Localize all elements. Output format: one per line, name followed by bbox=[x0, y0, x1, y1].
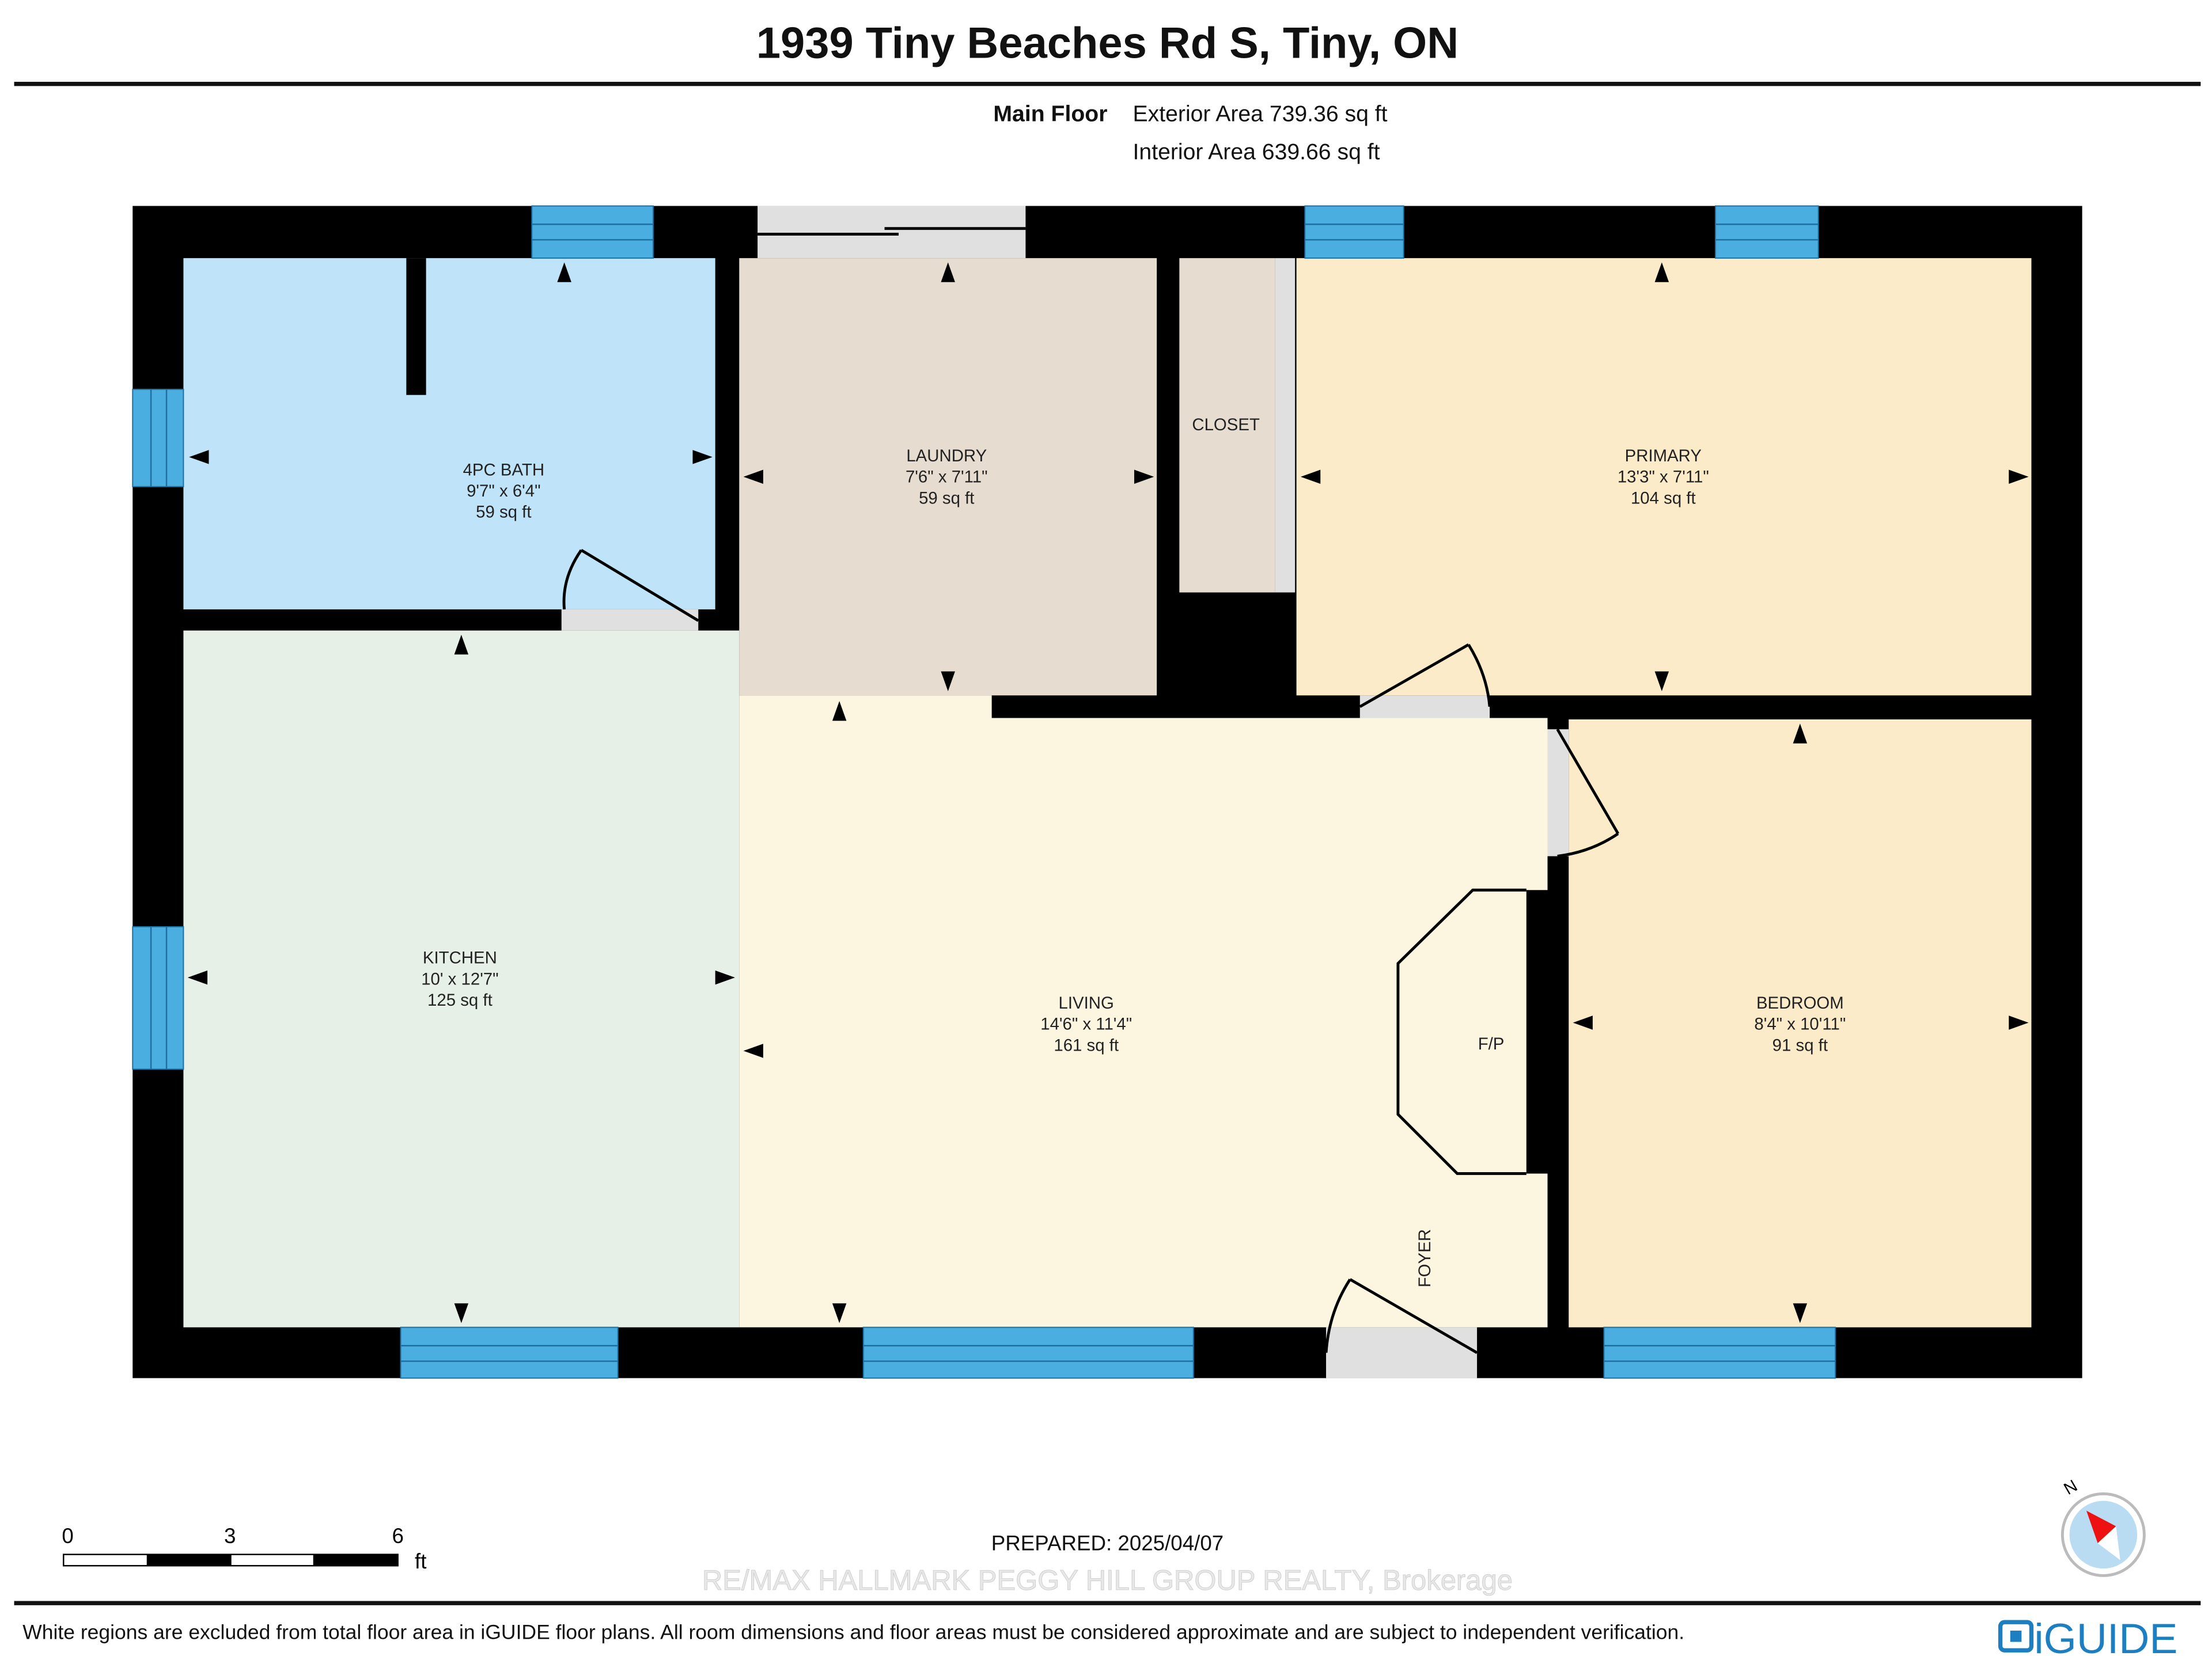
room-kitchen bbox=[183, 630, 740, 1328]
room-name: LIVING bbox=[1059, 994, 1114, 1013]
room-living bbox=[739, 695, 1548, 1328]
compass-icon: N bbox=[2061, 1476, 2146, 1577]
room-name: KITCHEN bbox=[423, 949, 497, 968]
room-label-living: LIVING 14'6" x 11'4" 161 sq ft bbox=[1040, 994, 1132, 1055]
scale-tick: 0 bbox=[62, 1524, 73, 1548]
room-name: PRIMARY bbox=[1625, 446, 1702, 465]
room-area: 91 sq ft bbox=[1772, 1036, 1828, 1055]
fireplace-wall bbox=[1526, 890, 1549, 1174]
room-area: 59 sq ft bbox=[919, 488, 974, 507]
closet-door bbox=[1275, 258, 1296, 593]
bath-wall-stub bbox=[406, 258, 426, 395]
room-label-bath: 4PC BATH 9'7" x 6'4" 59 sq ft bbox=[463, 460, 544, 521]
room-laundry bbox=[739, 258, 1157, 696]
room-name: 4PC BATH bbox=[463, 460, 544, 479]
room-label-kitchen: KITCHEN 10' x 12'7" 125 sq ft bbox=[421, 949, 498, 1010]
page-title: 1939 Tiny Beaches Rd S, Tiny, ON bbox=[756, 18, 1459, 67]
room-label-laundry: LAUNDRY 7'6" x 7'11" 59 sq ft bbox=[906, 446, 988, 507]
fireplace-label: F/P bbox=[1478, 1034, 1505, 1054]
window-mullions bbox=[150, 223, 1836, 1362]
window bbox=[1714, 205, 1819, 259]
foyer-label: FOYER bbox=[1415, 1229, 1434, 1287]
room-dims: 13'3" x 7'11" bbox=[1618, 468, 1709, 487]
bath-door-opening bbox=[561, 609, 699, 631]
room-area: 161 sq ft bbox=[1054, 1036, 1119, 1055]
compass-north-label: N bbox=[2061, 1476, 2081, 1499]
room-closet bbox=[1179, 258, 1275, 593]
room-label-bedroom: BEDROOM 8'4" x 10'11" 91 sq ft bbox=[1754, 994, 1846, 1055]
window bbox=[132, 388, 184, 487]
room-bedroom bbox=[1569, 719, 2032, 1328]
front-door-opening bbox=[1326, 1327, 1478, 1378]
fireplace-outline bbox=[1396, 888, 1527, 1175]
room-4pc-bath bbox=[183, 258, 715, 609]
logo-text: iGUIDE bbox=[2034, 1615, 2177, 1656]
room-label-closet: CLOSET bbox=[1192, 415, 1260, 434]
room-dims: 14'6" x 11'4" bbox=[1040, 1015, 1132, 1034]
floor-name: Main Floor bbox=[993, 102, 1107, 127]
room-dims: 10' x 12'7" bbox=[421, 969, 498, 988]
iguide-logo: iGUIDE bbox=[1998, 1615, 2177, 1656]
room-primary bbox=[1296, 258, 2032, 696]
exterior-area: Exterior Area 739.36 sq ft bbox=[1133, 102, 1388, 127]
door-swings bbox=[562, 227, 1620, 1354]
brokerage-watermark: RE/MAX HALLMARK PEGGY HILL GROUP REALTY,… bbox=[702, 1565, 1513, 1596]
window bbox=[132, 926, 184, 1070]
window bbox=[400, 1327, 619, 1379]
room-area: 104 sq ft bbox=[1631, 488, 1696, 507]
scale-tick: 6 bbox=[392, 1524, 403, 1548]
interior-area: Interior Area 639.66 sq ft bbox=[1133, 140, 1380, 165]
room-dims: 7'6" x 7'11" bbox=[906, 468, 988, 487]
prepared-date: PREPARED: 2025/04/07 bbox=[991, 1531, 1224, 1555]
room-dims: 9'7" x 6'4" bbox=[467, 482, 540, 501]
scale-bar: 0 3 6 ft bbox=[62, 1524, 426, 1573]
window bbox=[862, 1327, 1194, 1379]
disclaimer: White regions are excluded from total fl… bbox=[22, 1621, 1684, 1644]
sliding-door bbox=[757, 206, 1026, 259]
scale-unit: ft bbox=[415, 1549, 426, 1573]
primary-door-opening bbox=[1359, 695, 1490, 718]
scale-tick: 3 bbox=[224, 1524, 236, 1548]
room-name: LAUNDRY bbox=[906, 446, 987, 465]
window bbox=[531, 205, 654, 259]
room-dims: 8'4" x 10'11" bbox=[1754, 1015, 1846, 1034]
room-label-primary: PRIMARY 13'3" x 7'11" 104 sq ft bbox=[1618, 446, 1709, 507]
dimension-arrows bbox=[187, 262, 2029, 1324]
bedroom-door-opening bbox=[1547, 729, 1569, 857]
room-name: BEDROOM bbox=[1756, 994, 1844, 1013]
windows bbox=[132, 205, 1836, 1379]
room-area: 125 sq ft bbox=[427, 991, 493, 1010]
footer-divider bbox=[14, 1601, 2201, 1605]
window bbox=[1304, 205, 1404, 259]
header-divider bbox=[14, 82, 2201, 86]
window bbox=[1603, 1327, 1836, 1379]
door-openings bbox=[561, 206, 1569, 1378]
room-area: 59 sq ft bbox=[476, 503, 531, 522]
